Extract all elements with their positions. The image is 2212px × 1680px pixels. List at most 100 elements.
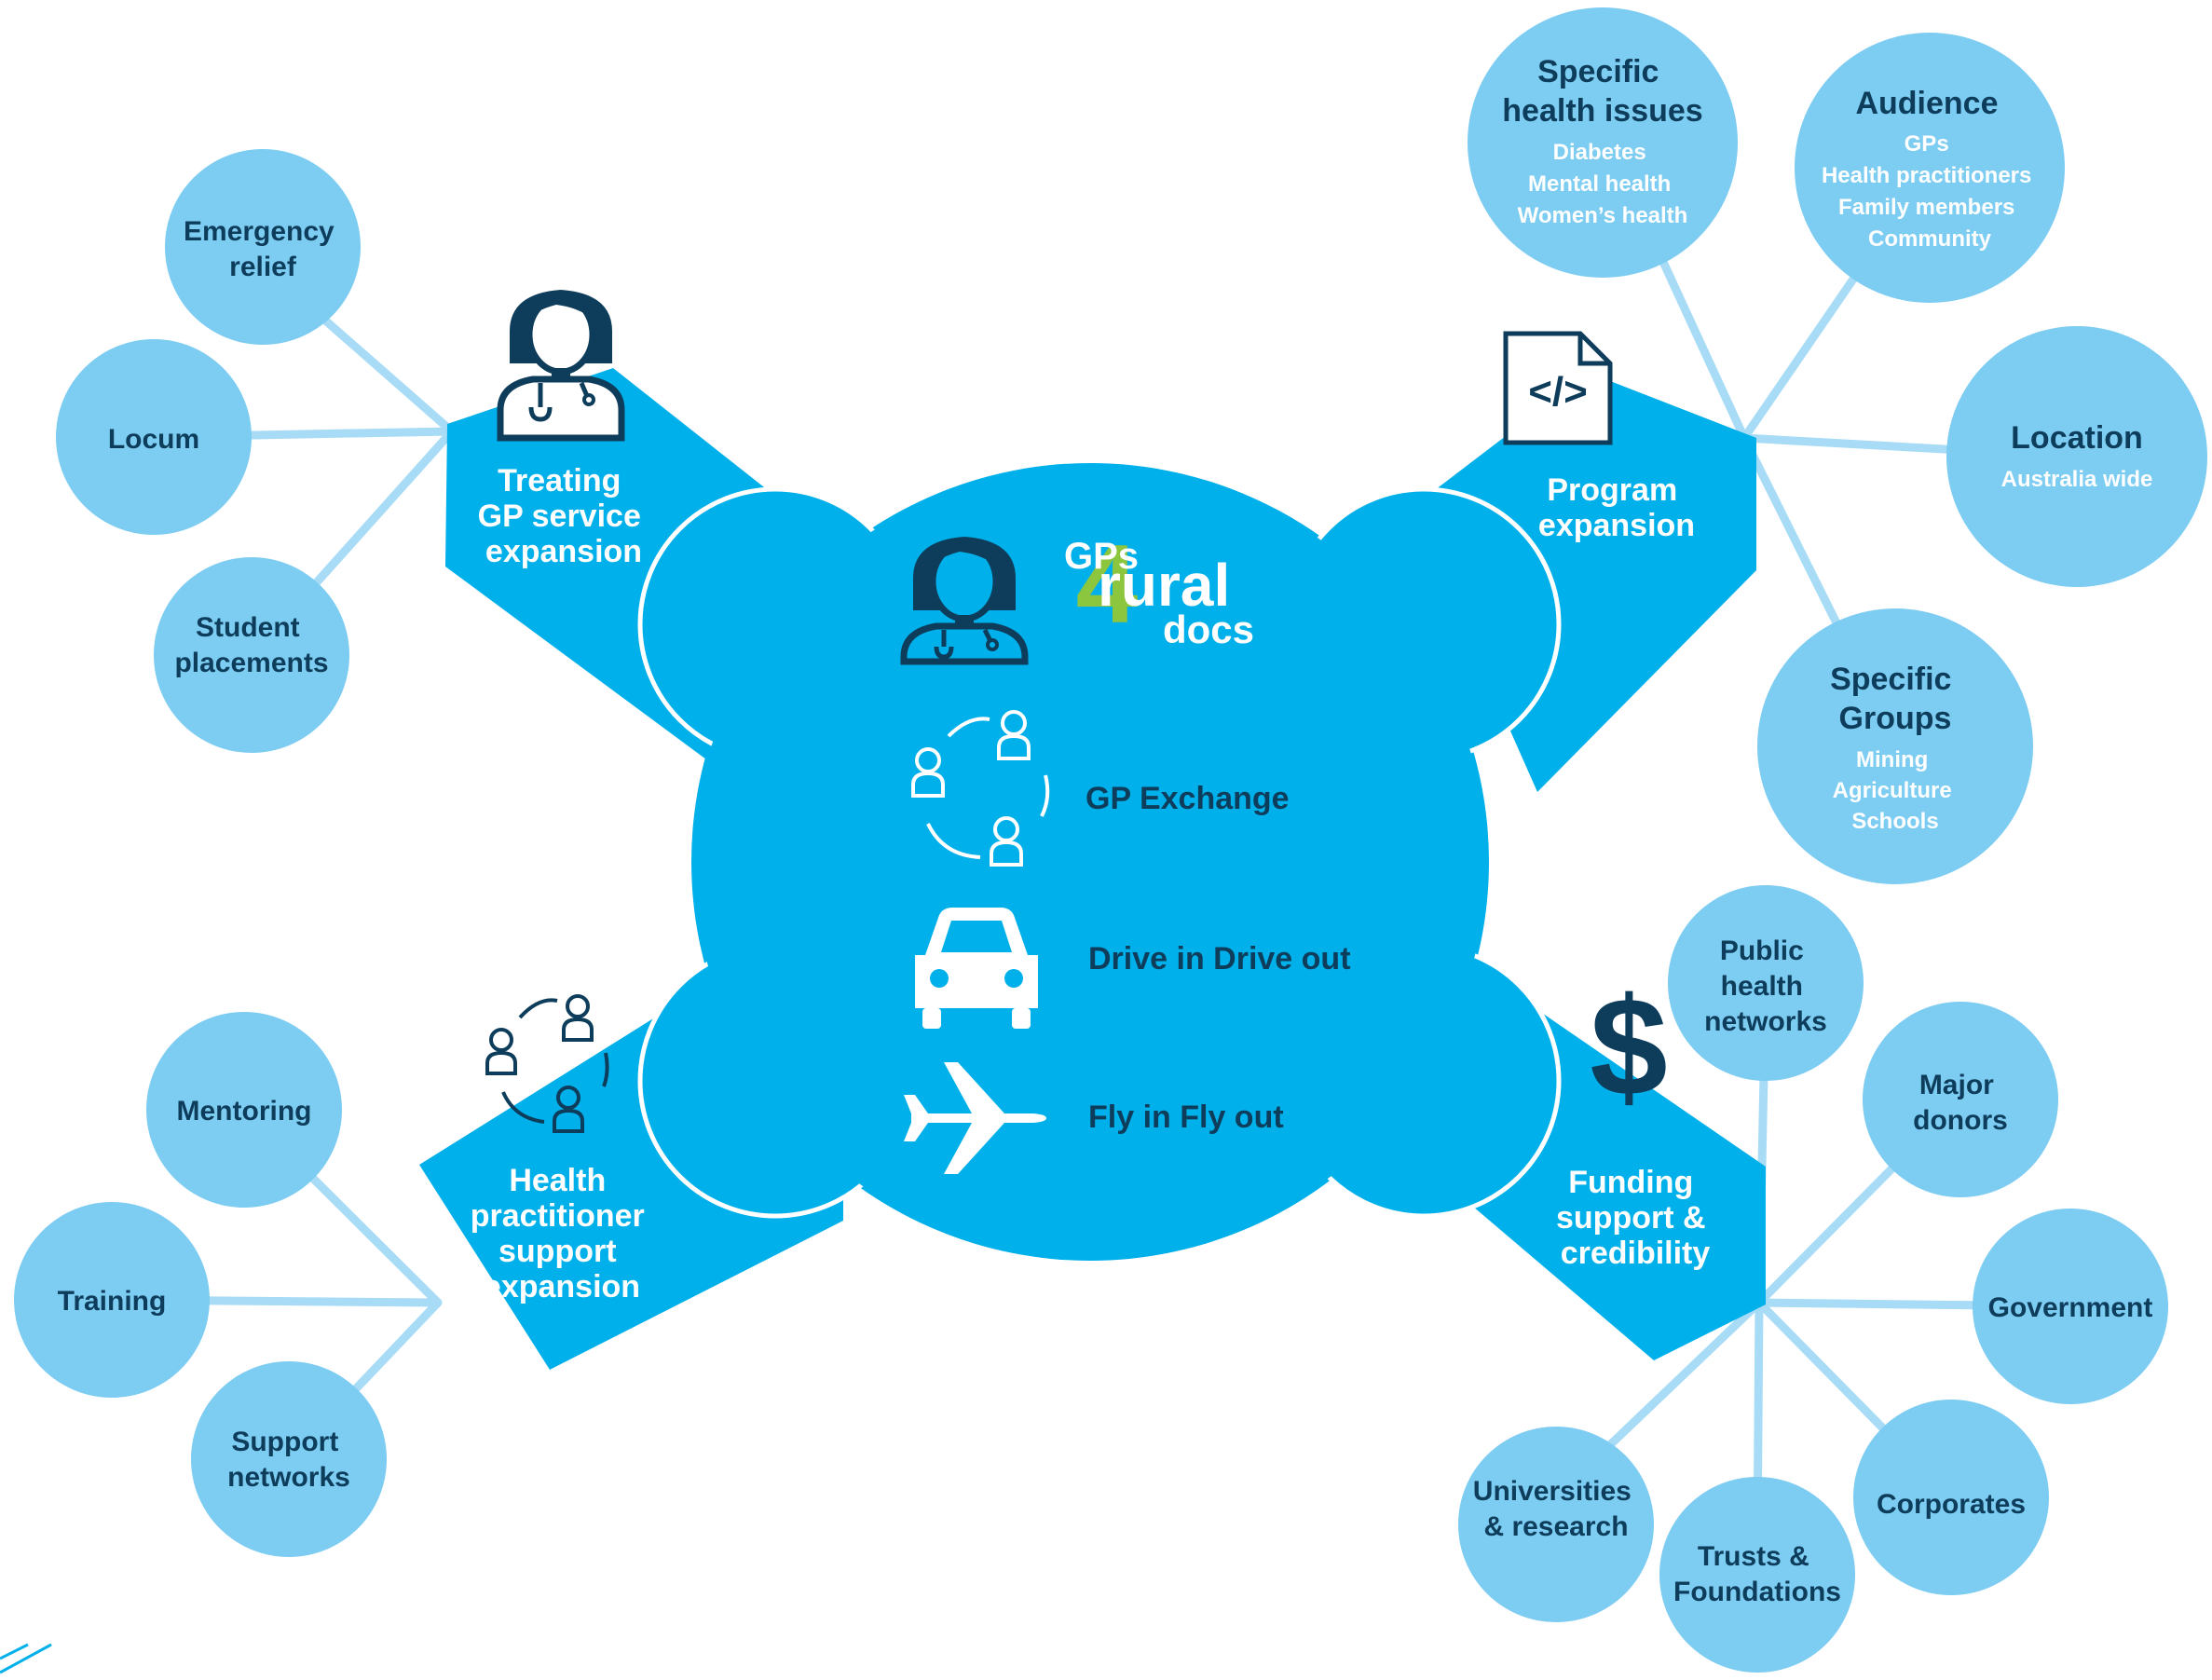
node-audience-sub-1: GPs bbox=[1905, 131, 1949, 157]
node-specific-health-issues-sub-1: Diabetes bbox=[1553, 140, 1646, 165]
node-trusts-foundations bbox=[1659, 1477, 1855, 1673]
node-audience bbox=[1795, 33, 2065, 303]
node-audience-sub: GPs Health practitioners Family members … bbox=[1822, 131, 2038, 252]
node-government-label: Government bbox=[1988, 1292, 2153, 1323]
node-audience-title-1: Audience bbox=[1855, 86, 1998, 121]
node-emergency-relief-line-2: relief bbox=[229, 252, 297, 282]
node-trusts-foundations-line-1: Trusts & bbox=[1698, 1541, 1809, 1572]
node-specific-health-issues-title: Specific health issues bbox=[1502, 54, 1702, 129]
svg-text:</>: </> bbox=[1528, 369, 1588, 415]
node-location-sub: Australia wide bbox=[2001, 467, 2153, 492]
node-student-placements-label: Student placements bbox=[174, 612, 328, 678]
arm-health-line-2: practitioner bbox=[471, 1198, 645, 1234]
node-public-health-networks-label: Public health networks bbox=[1704, 936, 1827, 1037]
node-mentoring bbox=[146, 1012, 342, 1208]
arm-health-line-3: support bbox=[498, 1234, 617, 1269]
arm-program-line-1: Program bbox=[1547, 472, 1677, 508]
node-universities-research-label: Universities & research bbox=[1473, 1476, 1639, 1542]
node-location-title: Location bbox=[2011, 420, 2143, 456]
car-icon bbox=[915, 908, 1038, 1029]
node-mentoring-line-1: Mentoring bbox=[177, 1096, 312, 1127]
fly-in-fly-out-label: Fly in Fly out bbox=[1088, 1100, 1284, 1135]
practitioner-exchange-icon bbox=[485, 994, 609, 1133]
arm-treating-line-1: Treating bbox=[498, 463, 621, 499]
node-public-health-networks-line-2: health bbox=[1721, 971, 1803, 1002]
node-audience-sub-3: Family members bbox=[1838, 195, 2014, 220]
node-government-line-1: Government bbox=[1988, 1292, 2153, 1323]
node-specific-health-issues-sub: Diabetes Mental health Women’s health bbox=[1518, 140, 1688, 228]
node-corporates-line-1: Corporates bbox=[1877, 1489, 2026, 1520]
arm-treating-line-3: expansion bbox=[485, 534, 642, 569]
node-trusts-foundations-line-2: Foundations bbox=[1673, 1577, 1841, 1607]
node-major-donors-label: Major donors bbox=[1913, 1070, 2008, 1136]
node-audience-title: Audience bbox=[1855, 86, 1998, 121]
node-universities-research bbox=[1458, 1427, 1654, 1622]
node-specific-groups-sub: Mining Agriculture Schools bbox=[1833, 747, 1959, 834]
node-specific-groups bbox=[1757, 608, 2033, 884]
node-corporates-label: Corporates bbox=[1877, 1489, 2026, 1520]
node-specific-groups-title: Specific Groups bbox=[1830, 662, 1960, 736]
node-student-placements-line-1: Student bbox=[196, 612, 300, 643]
node-training bbox=[14, 1202, 210, 1398]
node-student-placements-line-2: placements bbox=[174, 648, 328, 678]
node-specific-groups-sub-2: Agriculture bbox=[1833, 778, 1952, 803]
node-audience-sub-4: Community bbox=[1868, 226, 1992, 252]
center-item-labels: GP Exchange Drive in Drive out Fly in Fl… bbox=[1086, 781, 1351, 1135]
node-locum bbox=[56, 339, 252, 535]
node-location-title-1: Location bbox=[2011, 420, 2143, 456]
node-audience-sub-2: Health practitioners bbox=[1822, 163, 2031, 188]
node-universities-research-line-2: & research bbox=[1483, 1511, 1628, 1542]
arm-health-label: Health practitioner support expansion bbox=[471, 1163, 654, 1304]
node-locum-line-1: Locum bbox=[108, 424, 199, 455]
central-cloud bbox=[637, 463, 1562, 1261]
node-location-sub-1: Australia wide bbox=[2001, 467, 2153, 492]
gp-exchange-icon bbox=[911, 710, 1050, 867]
arm-program-label: Program expansion bbox=[1538, 472, 1695, 543]
node-specific-groups-sub-3: Schools bbox=[1851, 809, 1938, 834]
arm-funding-label: Funding support & credibility bbox=[1556, 1165, 1714, 1271]
node-major-donors-line-1: Major bbox=[1919, 1070, 1994, 1100]
corner-decoration bbox=[0, 1643, 52, 1674]
node-trusts-foundations-label: Trusts & Foundations bbox=[1673, 1541, 1841, 1607]
logo-gps: GPs bbox=[1064, 536, 1139, 577]
node-public-health-networks-line-1: Public bbox=[1720, 936, 1804, 966]
drive-in-drive-out-label: Drive in Drive out bbox=[1088, 941, 1351, 977]
node-student-placements bbox=[154, 557, 349, 753]
node-location bbox=[1946, 326, 2207, 587]
node-training-line-1: Training bbox=[58, 1286, 167, 1317]
logo-four: 4 bbox=[1076, 522, 1139, 647]
logo-rural: rural bbox=[1098, 552, 1230, 619]
node-specific-health-issues bbox=[1468, 7, 1738, 278]
node-specific-groups-sub-1: Mining bbox=[1856, 747, 1928, 772]
gps4ruraldocs-logo: 4 GPs rural docs bbox=[1064, 522, 1254, 651]
node-specific-health-issues-sub-3: Women’s health bbox=[1518, 203, 1688, 228]
node-mentoring-label: Mentoring bbox=[177, 1096, 312, 1127]
node-support-networks-line-2: networks bbox=[227, 1462, 350, 1493]
node-emergency-relief-line-1: Emergency bbox=[184, 216, 335, 247]
arm-treating-line-2: GP service bbox=[478, 499, 641, 534]
arm-funding-line-3: credibility bbox=[1561, 1236, 1711, 1271]
node-locum-label: Locum bbox=[108, 424, 199, 455]
node-government bbox=[1973, 1209, 2168, 1404]
gp-exchange-label: GP Exchange bbox=[1086, 781, 1290, 816]
node-specific-health-issues-title-2: health issues bbox=[1502, 93, 1702, 129]
node-specific-health-issues-title-1: Specific bbox=[1537, 54, 1659, 89]
dollar-icon: $ bbox=[1590, 968, 1667, 1125]
arm-health-line-4: expansion bbox=[484, 1269, 640, 1304]
arm-funding-line-1: Funding bbox=[1568, 1165, 1693, 1200]
logo-docs: docs bbox=[1163, 608, 1254, 651]
satellite-nodes bbox=[14, 7, 2207, 1673]
node-support-networks-line-1: Support bbox=[231, 1427, 338, 1457]
satellite-labels: Emergency relief Locum Student placement… bbox=[58, 54, 2153, 1607]
node-public-health-networks bbox=[1668, 885, 1864, 1081]
node-corporates bbox=[1853, 1400, 2049, 1595]
arm-program-line-2: expansion bbox=[1538, 508, 1695, 543]
node-specific-groups-title-2: Groups bbox=[1839, 701, 1952, 736]
node-major-donors bbox=[1863, 1002, 2058, 1197]
node-specific-groups-title-1: Specific bbox=[1830, 662, 1951, 697]
node-support-networks bbox=[191, 1361, 387, 1557]
node-emergency-relief bbox=[165, 149, 361, 345]
node-universities-research-line-1: Universities bbox=[1473, 1476, 1632, 1507]
node-emergency-relief-label: Emergency relief bbox=[184, 216, 342, 282]
